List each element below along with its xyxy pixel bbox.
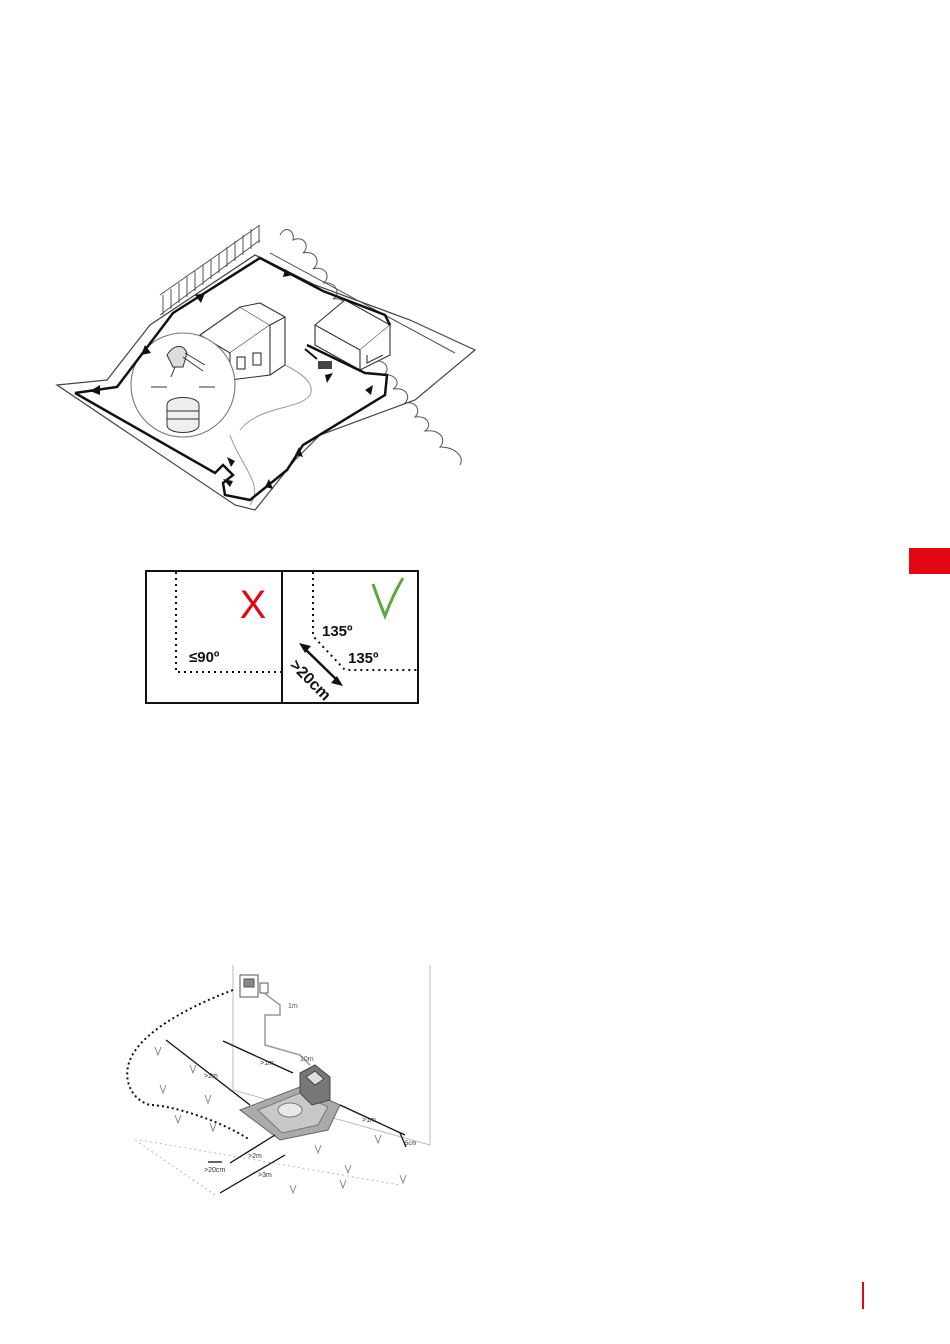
house-right (315, 300, 390, 370)
right-angle-label-bottom: 135º (348, 650, 379, 667)
dim-10m: 10m (300, 1056, 314, 1063)
corner-angle-diagram: X ≤90º 135º 135º >20cm (145, 570, 420, 705)
wrong-angle-label: ≤90º (189, 649, 220, 666)
power-cable (264, 993, 310, 1065)
charging-station-small (318, 361, 332, 369)
wrong-mark: X (240, 583, 267, 627)
boundary-wire-lawn (127, 990, 250, 1140)
dim-gt2m-front: >2m (248, 1153, 262, 1160)
dim-gt1m-left: >1m (260, 1060, 274, 1067)
dim-gt20cm: >20cm (204, 1167, 225, 1174)
dim-1m-top: 1m (288, 1003, 298, 1010)
dim-gt2m-left: >2m (204, 1073, 218, 1080)
charging-station-clearance-diagram: 1m 10m >1m >2m >1m >2m >3m >20cm 5cm (100, 965, 435, 1205)
dim-gt1m-right: >1m (362, 1117, 376, 1124)
page-number-rule (862, 1282, 864, 1309)
section-tab (909, 548, 950, 574)
dim-gt3m: >3m (258, 1172, 272, 1179)
charging-station (240, 1065, 340, 1140)
right-angle-label-top: 135º (322, 623, 353, 640)
fence-left (160, 225, 260, 315)
dim-5cm: 5cm (405, 1141, 416, 1147)
garden-layout-illustration (55, 225, 485, 515)
